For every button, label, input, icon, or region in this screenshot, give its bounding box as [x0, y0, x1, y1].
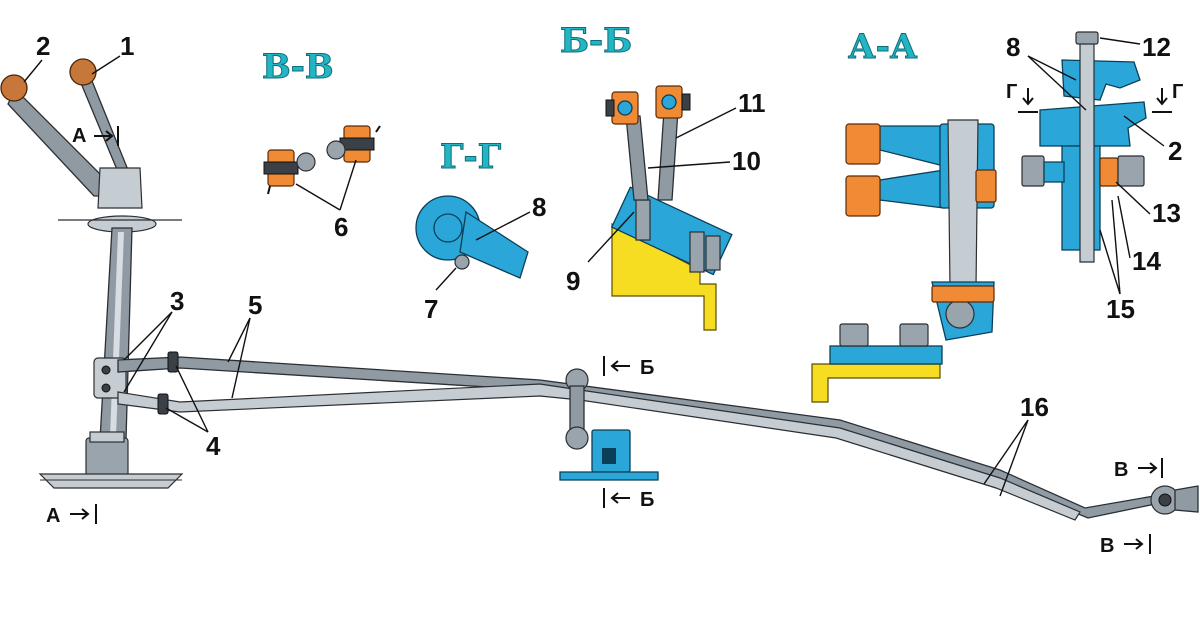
section-g-g-detail — [415, 195, 529, 279]
callout-1: 1 — [120, 31, 134, 61]
lower-housing-top — [89, 431, 125, 443]
joint-left — [263, 149, 316, 195]
callout-14: 14 — [1132, 246, 1161, 276]
callout-12: 12 — [1142, 32, 1171, 62]
section-right-detail — [1021, 31, 1147, 263]
bolt-left — [1021, 155, 1045, 187]
callout-4: 4 — [206, 431, 221, 461]
clamp-bolt-lower — [101, 383, 111, 393]
hub-screw-7 — [454, 254, 470, 270]
mount-bracket-yellow — [811, 363, 941, 403]
callout-7: 7 — [424, 294, 438, 324]
rod-system — [117, 351, 1199, 521]
end-joint-inner — [1158, 493, 1172, 507]
bolt-set — [635, 199, 721, 273]
lower-housing — [85, 437, 129, 477]
section-title-a-a: А-А — [848, 27, 918, 67]
section-title-b-b: Б-Б — [560, 21, 632, 61]
base-plate — [38, 473, 184, 489]
lever-11 — [657, 109, 679, 201]
ball-joint — [945, 299, 975, 329]
section-markers: А А Б Б В В Г Г — [46, 81, 1183, 557]
shaft-15 — [1079, 39, 1095, 263]
callout-9: 9 — [566, 266, 580, 296]
section-v-v-detail — [263, 125, 381, 195]
joint-10 — [655, 85, 691, 119]
marker-g-right-arrow — [1152, 88, 1172, 113]
support-arm — [569, 385, 585, 433]
section-title-g-g: Г-Г — [440, 137, 502, 177]
marker-b-bottom-arrow — [603, 488, 630, 508]
marker-a-top-arrow — [94, 126, 119, 146]
bushing-upper — [845, 123, 881, 165]
ball-cup — [931, 285, 995, 303]
callout-5: 5 — [248, 290, 262, 320]
middle-support — [559, 368, 659, 481]
housing-arm-lower — [879, 169, 945, 209]
marker-b-bottom: Б — [640, 489, 654, 511]
callout-6: 6 — [334, 212, 348, 242]
housing-side-bush — [975, 169, 997, 203]
section-titles: В-В Б-Б Г-Г А-А — [262, 21, 919, 178]
marker-v-bottom-arrow — [1124, 534, 1151, 554]
marker-g-left-arrow — [1018, 88, 1038, 113]
bracket-yellow — [611, 223, 717, 331]
mount-bolt-left — [839, 323, 869, 347]
lever-2 — [7, 91, 105, 197]
nut-12 — [1075, 31, 1099, 45]
end-rod — [1174, 485, 1199, 513]
callout-10: 10 — [732, 146, 761, 176]
rod-clamp-4a — [167, 351, 179, 373]
joint-11 — [605, 91, 639, 125]
callout-2-right: 2 — [1168, 136, 1182, 166]
lever-hub-bore — [433, 213, 463, 243]
support-bracket-window — [602, 448, 616, 464]
callout-8-right: 8 — [1006, 32, 1020, 62]
clamp-bolt-upper — [101, 365, 111, 375]
marker-b-top: Б — [640, 357, 654, 379]
marker-g-left: Г — [1006, 81, 1017, 103]
section-b-b-detail — [605, 85, 733, 331]
knob-2 — [0, 74, 28, 102]
mount-bolt-right — [899, 323, 929, 347]
marker-v-top: В — [1114, 459, 1128, 481]
section-title-v-v: В-В — [262, 47, 334, 87]
body-top — [1061, 59, 1141, 101]
callout-16: 16 — [1020, 392, 1049, 422]
joint-right — [326, 125, 381, 163]
section-a-a-detail — [811, 119, 997, 403]
rod-lower — [117, 383, 1081, 521]
lever-head — [97, 167, 143, 209]
lever-arm — [459, 210, 529, 279]
callouts: 1 2 3 4 5 6 7 8 9 10 11 8 12 2 13 14 15 … — [36, 31, 1182, 461]
support-pivot-low — [565, 426, 589, 450]
housing-arm-upper — [879, 125, 945, 167]
bushing-lower — [845, 175, 881, 217]
callout-2: 2 — [36, 31, 50, 61]
marker-a-bottom: А — [46, 505, 60, 527]
knob-1 — [69, 58, 97, 86]
marker-a-bottom-arrow — [70, 504, 97, 524]
leader-lines — [23, 37, 1165, 497]
callout-3: 3 — [170, 286, 184, 316]
marker-a-top: А — [72, 125, 86, 147]
flange-left — [1043, 161, 1065, 183]
lever-assembly — [0, 58, 184, 489]
callout-15: 15 — [1106, 294, 1135, 324]
callout-13: 13 — [1152, 198, 1181, 228]
callout-8-gg: 8 — [532, 192, 546, 222]
bolt-14 — [1117, 155, 1145, 187]
mount-plate-blue — [829, 345, 943, 365]
washer-13 — [1099, 157, 1119, 187]
marker-v-bottom: В — [1100, 535, 1114, 557]
support-base — [559, 471, 659, 481]
marker-g-right: Г — [1172, 81, 1183, 103]
marker-v-top-arrow — [1138, 458, 1163, 478]
callout-11: 11 — [738, 88, 766, 118]
lever-10 — [625, 115, 649, 201]
rod-clamp-4b — [157, 393, 169, 415]
housing-shaft — [947, 119, 979, 289]
marker-b-top-arrow — [603, 356, 630, 376]
